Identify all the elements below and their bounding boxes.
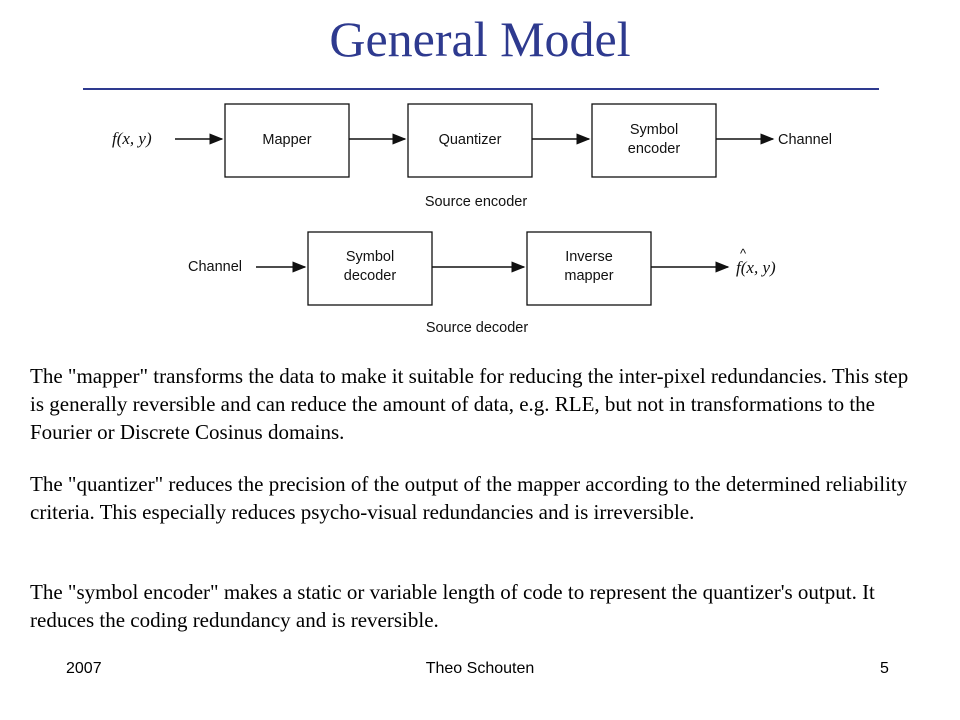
mapper-paragraph: The "mapper" transforms the data to make… [30,364,909,444]
symbol-encoder-box [591,103,717,178]
symbol-encoder-label-line2: encoder [628,141,681,157]
inverse-mapper-label-line1: Inverse [565,249,613,265]
symbol-decoder-box [307,231,433,306]
source-coding-diagram: f(x, y) Mapper Quantizer Symbol encoder … [112,103,832,336]
encoder-caption: Source encoder [425,194,528,210]
quantizer-paragraph: The "quantizer" reduces the precision of… [30,472,908,524]
decoder-output-label: f(x, y) [736,258,776,277]
quantizer-box [407,103,533,178]
encoder-output-label: Channel [778,132,832,148]
title-underline [83,88,879,90]
inverse-mapper-box [526,231,652,306]
decoder-output-args: (x, y) [741,258,776,277]
mapper-box [224,103,350,178]
hat-accent: ^ [740,246,747,261]
slide-title: General Model [329,11,631,67]
decoder-caption: Source decoder [426,320,529,336]
encoder-input-label: f(x, y) [112,129,152,148]
mapper-label: Mapper [262,132,311,148]
footer-year: 2007 [66,660,102,677]
footer-page-number: 5 [880,660,889,677]
footer-author: Theo Schouten [425,660,535,677]
decoder-output-func: f [736,258,743,277]
symbol-encoder-label-line1: Symbol [630,122,678,138]
inverse-mapper-label-line2: mapper [564,268,613,284]
symbol-decoder-label-line2: decoder [344,268,397,284]
symbol-encoder-paragraph: The "symbol encoder" makes a static or v… [30,580,875,632]
decoder-input-label: Channel [188,259,242,275]
quantizer-label: Quantizer [439,132,502,148]
symbol-decoder-label-line1: Symbol [346,249,394,265]
